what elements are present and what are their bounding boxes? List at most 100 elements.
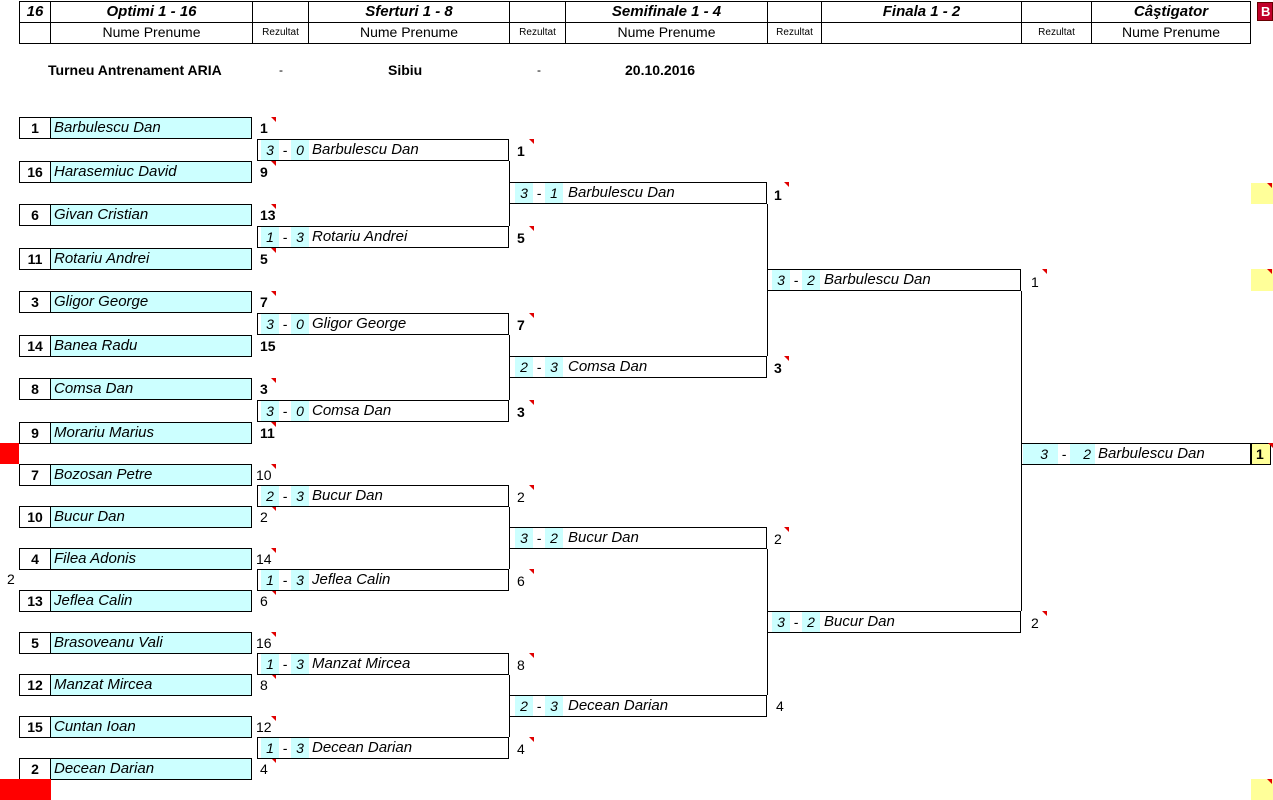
comment-marker[interactable] <box>1042 611 1047 616</box>
player-name[interactable]: Filea Adonis <box>51 548 252 570</box>
score-right[interactable]: 2 <box>545 528 563 548</box>
score-left[interactable]: 3 <box>772 270 790 290</box>
score-left[interactable]: 3 <box>515 183 533 203</box>
score-left[interactable]: 1 <box>261 654 279 674</box>
comment-marker[interactable] <box>529 737 534 742</box>
player-name[interactable]: Cuntan Ioan <box>51 716 252 738</box>
winner-rank: 1 <box>774 187 782 203</box>
comment-marker[interactable] <box>1267 779 1272 784</box>
subheader-blank <box>19 23 50 44</box>
comment-marker[interactable] <box>529 313 534 318</box>
score-left[interactable]: 2 <box>515 357 533 377</box>
player-name[interactable]: Bucur Dan <box>51 506 252 528</box>
side-cell[interactable] <box>1251 269 1273 291</box>
player-name[interactable]: Barbulescu Dan <box>51 117 252 139</box>
red-marker-cell[interactable] <box>0 779 51 800</box>
comment-marker[interactable] <box>271 378 276 383</box>
player-rank: 1 <box>260 120 268 136</box>
comment-marker[interactable] <box>784 356 789 361</box>
score-left[interactable]: 1 <box>261 570 279 590</box>
comment-marker[interactable] <box>271 422 276 427</box>
score-right[interactable]: 2 <box>802 612 820 632</box>
comment-marker[interactable] <box>271 506 276 511</box>
score-right[interactable]: 3 <box>291 227 309 247</box>
player-seed: 7 <box>19 464 51 486</box>
comment-marker[interactable] <box>271 161 276 166</box>
player-name[interactable]: Bozosan Petre <box>51 464 252 486</box>
score-right[interactable]: 2 <box>1070 444 1095 464</box>
score-left[interactable]: 3 <box>261 401 279 421</box>
comment-marker[interactable] <box>271 674 276 679</box>
score-left[interactable]: 3 <box>1023 444 1058 464</box>
comment-marker[interactable] <box>271 716 276 721</box>
comment-marker[interactable] <box>529 653 534 658</box>
comment-marker[interactable] <box>529 485 534 490</box>
score-right[interactable]: 3 <box>291 486 309 506</box>
score-left[interactable]: 2 <box>261 486 279 506</box>
player-rank: 16 <box>256 635 272 651</box>
side-number: 2 <box>7 571 15 587</box>
score-left[interactable]: 3 <box>261 314 279 334</box>
player-name[interactable]: Jeflea Calin <box>51 590 252 612</box>
score-left[interactable]: 3 <box>261 140 279 160</box>
comment-marker[interactable] <box>1042 269 1047 274</box>
comment-marker[interactable] <box>529 400 534 405</box>
score-left[interactable]: 3 <box>515 528 533 548</box>
score-left[interactable]: 3 <box>772 612 790 632</box>
score-right[interactable]: 3 <box>545 357 563 377</box>
score-right[interactable]: 0 <box>291 314 309 334</box>
champion-row: 3 - 2 Barbulescu Dan 1 <box>1021 443 1273 465</box>
score-right[interactable]: 0 <box>291 140 309 160</box>
player-name[interactable]: Givan Cristian <box>51 204 252 226</box>
comment-marker[interactable] <box>271 758 276 763</box>
subheader-blank <box>821 23 1021 44</box>
comment-marker[interactable] <box>271 632 276 637</box>
score-right[interactable]: 3 <box>291 654 309 674</box>
winner-name: Rotariu Andrei <box>312 228 408 245</box>
player-name[interactable]: Decean Darian <box>51 758 252 780</box>
comment-marker[interactable] <box>271 464 276 469</box>
comment-marker[interactable] <box>1267 183 1272 188</box>
comment-marker[interactable] <box>529 226 534 231</box>
score-right[interactable]: 3 <box>291 570 309 590</box>
score-right[interactable]: 0 <box>291 401 309 421</box>
player-name[interactable]: Banea Radu <box>51 335 252 357</box>
corner-button[interactable]: B <box>1257 2 1273 21</box>
score-right[interactable]: 2 <box>802 270 820 290</box>
side-cell[interactable] <box>1251 779 1273 800</box>
comment-marker[interactable] <box>529 139 534 144</box>
match-row: 2 - 3 Decean Darian 4 <box>509 695 799 717</box>
score-left[interactable]: 1 <box>261 738 279 758</box>
player-name[interactable]: Harasemiuc David <box>51 161 252 183</box>
red-marker-cell[interactable] <box>0 443 19 464</box>
player-name[interactable]: Manzat Mircea <box>51 674 252 696</box>
score-right[interactable]: 3 <box>291 738 309 758</box>
comment-marker[interactable] <box>271 548 276 553</box>
player-name[interactable]: Gligor George <box>51 291 252 313</box>
player-name[interactable]: Comsa Dan <box>51 378 252 400</box>
score-right[interactable]: 3 <box>545 696 563 716</box>
score-left[interactable]: 2 <box>515 696 533 716</box>
player-name[interactable]: Rotariu Andrei <box>51 248 252 270</box>
round-header-sferturi: Sferturi 1 - 8 <box>308 1 509 23</box>
comment-marker[interactable] <box>271 248 276 253</box>
comment-marker[interactable] <box>271 291 276 296</box>
comment-marker[interactable] <box>271 204 276 209</box>
score-dash: - <box>282 740 288 756</box>
player-row: 7 Bozosan Petre 10 <box>19 464 279 486</box>
score-right[interactable]: 1 <box>545 183 563 203</box>
comment-marker[interactable] <box>1268 443 1273 448</box>
comment-marker[interactable] <box>529 569 534 574</box>
match-box <box>509 356 767 378</box>
comment-marker[interactable] <box>784 527 789 532</box>
winner-rank: 5 <box>517 230 525 246</box>
side-cell[interactable] <box>1251 183 1273 204</box>
bracket-line <box>509 507 510 527</box>
player-name[interactable]: Brasoveanu Vali <box>51 632 252 654</box>
comment-marker[interactable] <box>271 590 276 595</box>
comment-marker[interactable] <box>1267 269 1272 274</box>
comment-marker[interactable] <box>271 117 276 122</box>
comment-marker[interactable] <box>784 182 789 187</box>
player-name[interactable]: Morariu Marius <box>51 422 252 444</box>
score-left[interactable]: 1 <box>261 227 279 247</box>
